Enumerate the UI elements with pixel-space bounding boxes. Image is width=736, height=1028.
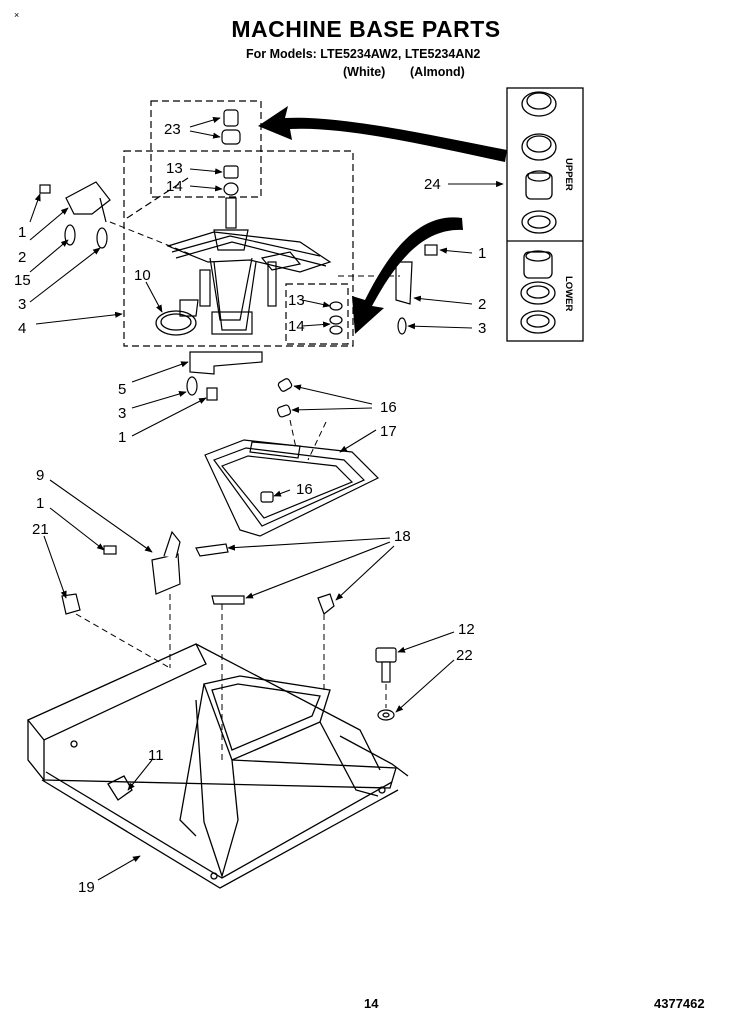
callout-3-mid: 3 [118, 405, 126, 422]
lower-bracket-5 [186, 351, 263, 401]
lower-kit-arrow [352, 217, 463, 334]
upper-kit-arrow [258, 106, 507, 162]
callout-21: 21 [32, 521, 49, 538]
lower-label: LOWER [563, 276, 574, 311]
callout-17: 17 [380, 423, 397, 440]
callout-2-right: 2 [478, 296, 486, 313]
upper-label: UPPER [563, 158, 574, 191]
callout-5: 5 [118, 381, 126, 398]
callout-3-left: 3 [18, 296, 26, 313]
callout-9: 9 [36, 467, 44, 484]
callout-1-low: 1 [36, 495, 44, 512]
callout-1-mid: 1 [118, 429, 126, 446]
left-suspension-clip [39, 181, 111, 249]
seal-kit-panel [506, 87, 584, 342]
callout-12: 12 [458, 621, 475, 638]
callout-numbers: 23 13 14 24 1 2 15 3 4 10 1 2 3 13 14 5 … [14, 121, 486, 896]
leveling-leg-12 [375, 647, 397, 721]
callout-10: 10 [134, 267, 151, 284]
tub-seal-ring [155, 310, 197, 336]
callout-14-top: 14 [166, 178, 183, 195]
callout-11: 11 [148, 747, 164, 764]
callout-1-left: 1 [18, 224, 26, 241]
support-frame-17 [204, 439, 380, 537]
shaft-top-parts [221, 109, 241, 196]
page-title: MACHINE BASE PARTS [231, 16, 501, 42]
color-almond-label: (Almond) [410, 65, 465, 79]
page-number: 14 [364, 996, 379, 1011]
upper-seal-rings [521, 91, 557, 234]
callout-2-left: 2 [18, 249, 26, 266]
callout-16-a: 16 [380, 399, 397, 416]
callout-24: 24 [424, 176, 441, 193]
callout-13-top: 13 [166, 160, 183, 177]
support-brackets-18 [195, 543, 335, 615]
spring-clip-9 [61, 530, 181, 615]
lower-seal-rings [520, 250, 556, 334]
machine-base-frame [26, 643, 409, 889]
dashed-group-boxes [123, 100, 354, 347]
corner-mark: × [14, 10, 20, 20]
kit-arrows [258, 106, 507, 334]
callout-14-box: 14 [288, 318, 305, 335]
document-number: 4377462 [654, 996, 705, 1011]
right-suspension-clip [329, 244, 438, 335]
callout-15: 15 [14, 272, 31, 289]
callout-23: 23 [164, 121, 181, 138]
callout-19: 19 [78, 879, 95, 896]
callout-1-right: 1 [478, 245, 486, 262]
callout-leaders [29, 117, 504, 881]
callout-16-b: 16 [296, 481, 313, 498]
callout-18: 18 [394, 528, 411, 545]
model-subtitle: For Models: LTE5234AW2, LTE5234AN2 [246, 47, 481, 61]
callout-3-right: 3 [478, 320, 486, 337]
glide-pads-16 [260, 378, 293, 503]
callout-4: 4 [18, 320, 26, 337]
color-white-label: (White) [343, 65, 386, 79]
callout-22: 22 [456, 647, 473, 664]
callout-13-box: 13 [288, 292, 305, 309]
assembly-guide-lines [75, 221, 400, 760]
transmission-assembly [166, 197, 332, 335]
